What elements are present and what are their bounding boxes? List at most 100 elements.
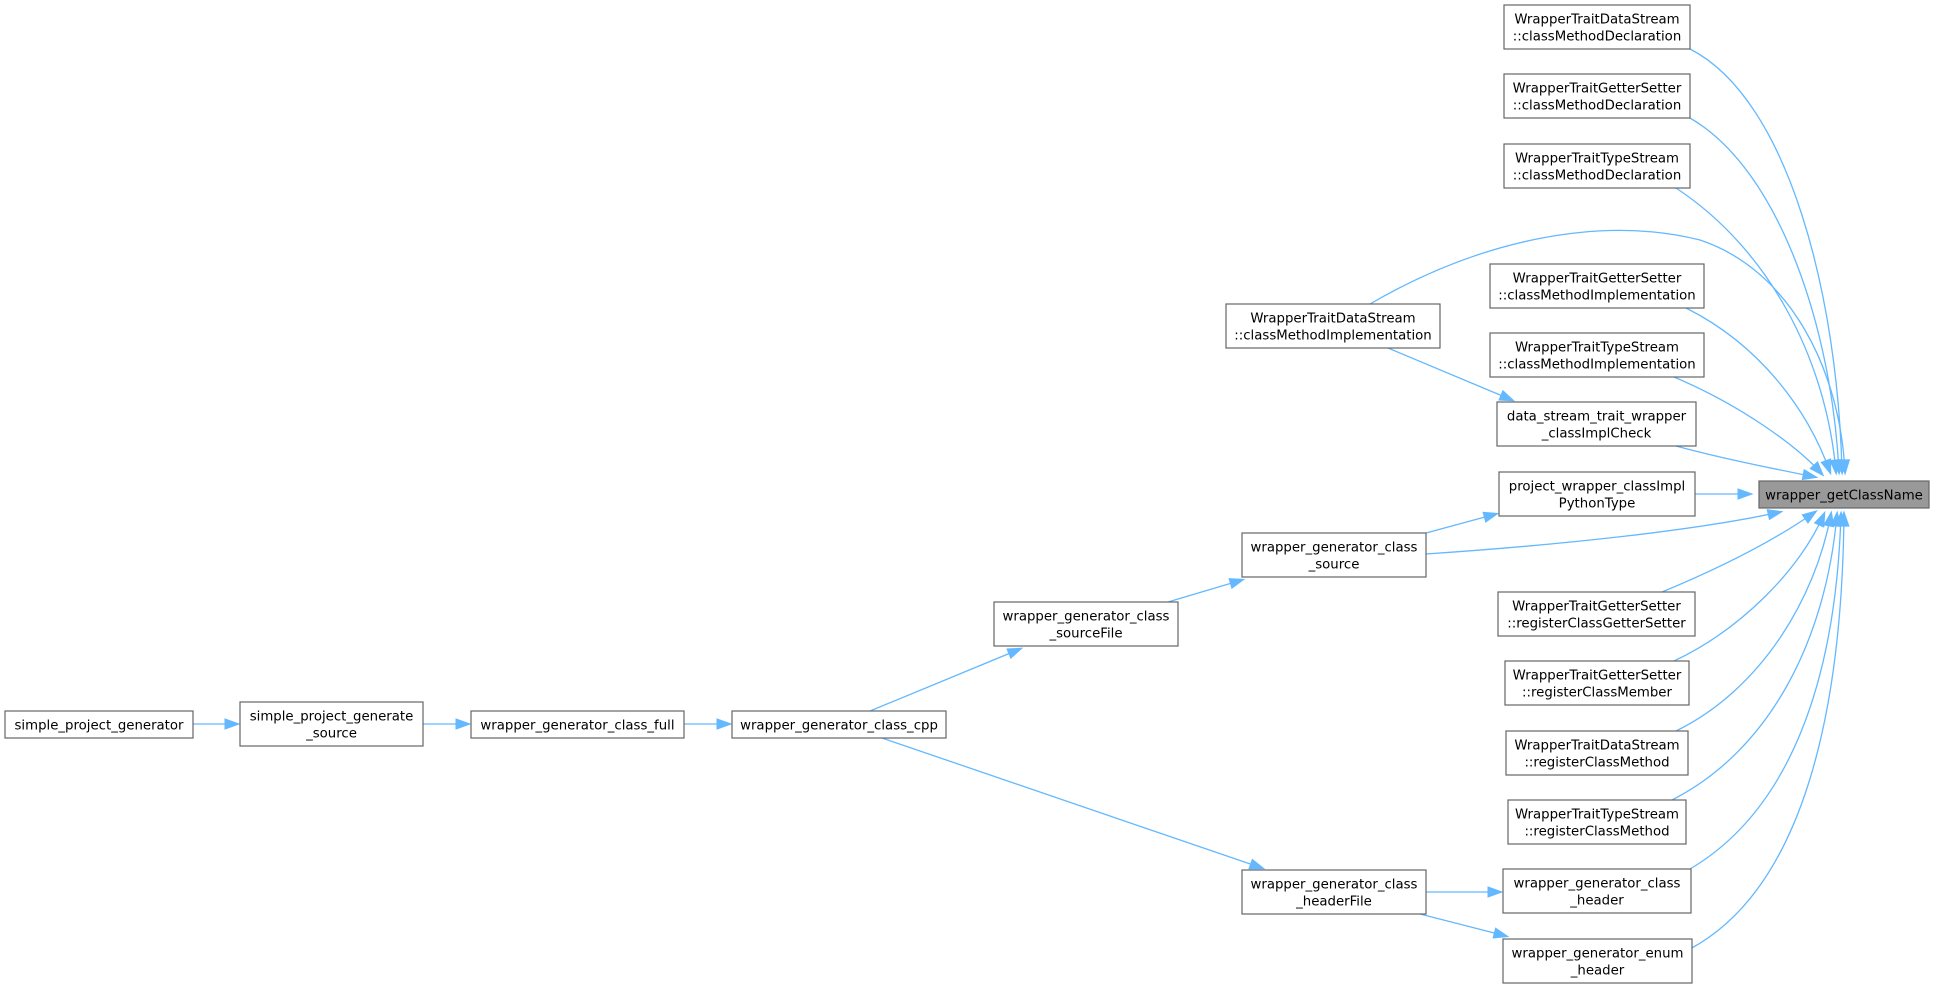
edge-line: [1689, 513, 1845, 950]
node-box[interactable]: [470, 710, 685, 739]
edge-line: [1689, 48, 1843, 473]
node-ts_decl[interactable]: WrapperTraitTypeStream::classMethodDecla…: [1503, 143, 1691, 189]
node-wg_full[interactable]: wrapper_generator_class_full: [470, 710, 685, 739]
edge-line: [1671, 513, 1838, 801]
node-box[interactable]: [1502, 938, 1693, 984]
node-label-line: WrapperTraitDataStream: [1250, 312, 1415, 327]
node-box[interactable]: [1503, 73, 1691, 119]
node-ds_impl[interactable]: WrapperTraitDataStream::classMethodImple…: [1225, 303, 1441, 349]
node-gs_decl[interactable]: WrapperTraitGetterSetter::classMethodDec…: [1503, 73, 1691, 119]
node-label-line: data_stream_trait_wrapper: [1507, 410, 1687, 425]
node-wg_enum_header[interactable]: wrapper_generator_enum_header: [1502, 938, 1693, 984]
node-box[interactable]: [1758, 480, 1930, 509]
arrowhead-icon: [1006, 647, 1024, 660]
edge-line: [1675, 187, 1837, 473]
arrowhead-icon: [1248, 858, 1266, 870]
node-getClassName[interactable]: wrapper_getClassName: [1758, 480, 1930, 509]
node-label-line: simple_project_generator: [15, 719, 185, 734]
node-label-line: wrapper_generator_class_full: [480, 719, 674, 734]
node-wg_cpp[interactable]: wrapper_generator_class_cpp: [731, 710, 947, 739]
edge-line: [1369, 229, 1846, 473]
arrowhead-icon: [1820, 458, 1832, 476]
arrowhead-icon: [1823, 510, 1835, 528]
node-box[interactable]: [1489, 263, 1705, 309]
node-box[interactable]: [1505, 730, 1689, 776]
edge-gs_impl-to-getClassName: [1685, 307, 1832, 476]
node-box[interactable]: [1503, 143, 1691, 189]
node-label-line: _sourceFile: [1048, 627, 1122, 642]
arrowhead-icon: [1228, 578, 1246, 590]
edge-wg_full-to-wg_cpp: [684, 718, 733, 730]
edge-wg_enum_header-to-getClassName: [1689, 510, 1850, 950]
edge-ts_decl-to-getClassName: [1675, 187, 1841, 476]
edge-line: [1689, 117, 1840, 473]
node-label-line: wrapper_generator_class_cpp: [740, 719, 938, 734]
edge-ds_decl-to-getClassName: [1689, 48, 1848, 476]
node-box[interactable]: [1503, 4, 1691, 50]
arrowhead-icon: [1482, 511, 1500, 523]
arrowhead-icon: [1838, 459, 1851, 476]
node-label-line: wrapper_generator_class: [1251, 541, 1418, 556]
node-ds_decl[interactable]: WrapperTraitDataStream::classMethodDecla…: [1503, 4, 1691, 50]
arrowhead-icon: [1829, 459, 1841, 476]
node-wg_source[interactable]: wrapper_generator_class_source: [1241, 532, 1427, 578]
node-box[interactable]: [1507, 799, 1687, 845]
edge-line: [1689, 513, 1842, 870]
node-label-line: _source: [305, 727, 357, 742]
node-box[interactable]: [1496, 401, 1697, 447]
edge-wg_cpp-to-wg_headerFile: [881, 737, 1266, 870]
node-gs_impl[interactable]: WrapperTraitGetterSetter::classMethodImp…: [1489, 263, 1705, 309]
arrowhead-icon: [1737, 488, 1754, 500]
node-label-line: _headerFile: [1295, 895, 1372, 910]
node-label-line: WrapperTraitDataStream: [1514, 13, 1679, 28]
node-box[interactable]: [1497, 591, 1696, 637]
arrowhead-icon: [1813, 510, 1826, 528]
node-label-line: wrapper_generator_class: [1514, 877, 1681, 892]
node-box[interactable]: [1498, 471, 1696, 517]
edge-wg_headerFile-to-wg_class_header: [1426, 886, 1504, 898]
edge-line: [1425, 511, 1781, 555]
node-box[interactable]: [1225, 303, 1441, 349]
node-ts_impl[interactable]: WrapperTraitTypeStream::classMethodImple…: [1489, 332, 1705, 378]
node-ds_check[interactable]: data_stream_trait_wrapper_classImplCheck: [1496, 401, 1697, 447]
node-label-line: wrapper_generator_enum: [1512, 947, 1684, 962]
node-box[interactable]: [1489, 332, 1705, 378]
node-box[interactable]: [4, 710, 194, 739]
node-wg_sourceFile[interactable]: wrapper_generator_class_sourceFile: [993, 601, 1179, 647]
node-ts_regMeth[interactable]: WrapperTraitTypeStream::registerClassMet…: [1507, 799, 1687, 845]
node-box[interactable]: [1504, 660, 1690, 706]
edge-wg_class_header-to-getClassName: [1689, 510, 1847, 870]
node-box[interactable]: [239, 701, 424, 747]
node-label-line: _header: [1569, 894, 1624, 909]
node-wg_headerFile[interactable]: wrapper_generator_class_headerFile: [1241, 869, 1427, 915]
edge-line: [1167, 579, 1243, 603]
node-label-line: ::registerClassMember: [1522, 686, 1672, 701]
node-box[interactable]: [731, 710, 947, 739]
node-label-line: WrapperTraitGetterSetter: [1513, 82, 1682, 97]
edge-line: [1661, 511, 1816, 593]
node-gs_regGS[interactable]: WrapperTraitGetterSetter::registerClassG…: [1497, 591, 1696, 637]
node-box[interactable]: [1502, 868, 1692, 914]
node-box[interactable]: [993, 601, 1179, 647]
edge-wg_cpp-to-wg_sourceFile: [869, 647, 1024, 712]
node-label-line: ::classMethodDeclaration: [1513, 169, 1682, 184]
node-gs_regMem[interactable]: WrapperTraitGetterSetter::registerClassM…: [1504, 660, 1690, 706]
node-box[interactable]: [1241, 869, 1427, 915]
edge-wg_source-to-pw_py: [1425, 511, 1500, 534]
arrowhead-icon: [224, 718, 241, 730]
node-sp_gen_src[interactable]: simple_project_generate_source: [239, 701, 424, 747]
edge-line: [1673, 513, 1825, 662]
edges-layer: [193, 48, 1851, 950]
edge-wg_headerFile-to-wg_enum_header: [1419, 913, 1510, 939]
edge-ds_impl-to-getClassName: [1369, 229, 1851, 476]
node-label-line: ::classMethodImplementation: [1498, 358, 1695, 373]
node-ds_regMeth[interactable]: WrapperTraitDataStream::registerClassMet…: [1505, 730, 1689, 776]
node-label-line: WrapperTraitTypeStream: [1515, 808, 1679, 823]
node-box[interactable]: [1241, 532, 1427, 578]
node-wg_class_header[interactable]: wrapper_generator_class _header: [1502, 868, 1692, 914]
node-sp_gen[interactable]: simple_project_generator: [4, 710, 194, 739]
node-label-line: WrapperTraitGetterSetter: [1512, 600, 1681, 615]
edge-ds_check-to-getClassName: [1675, 445, 1819, 481]
edge-ds_impl-to-ds_check: [1387, 347, 1516, 402]
